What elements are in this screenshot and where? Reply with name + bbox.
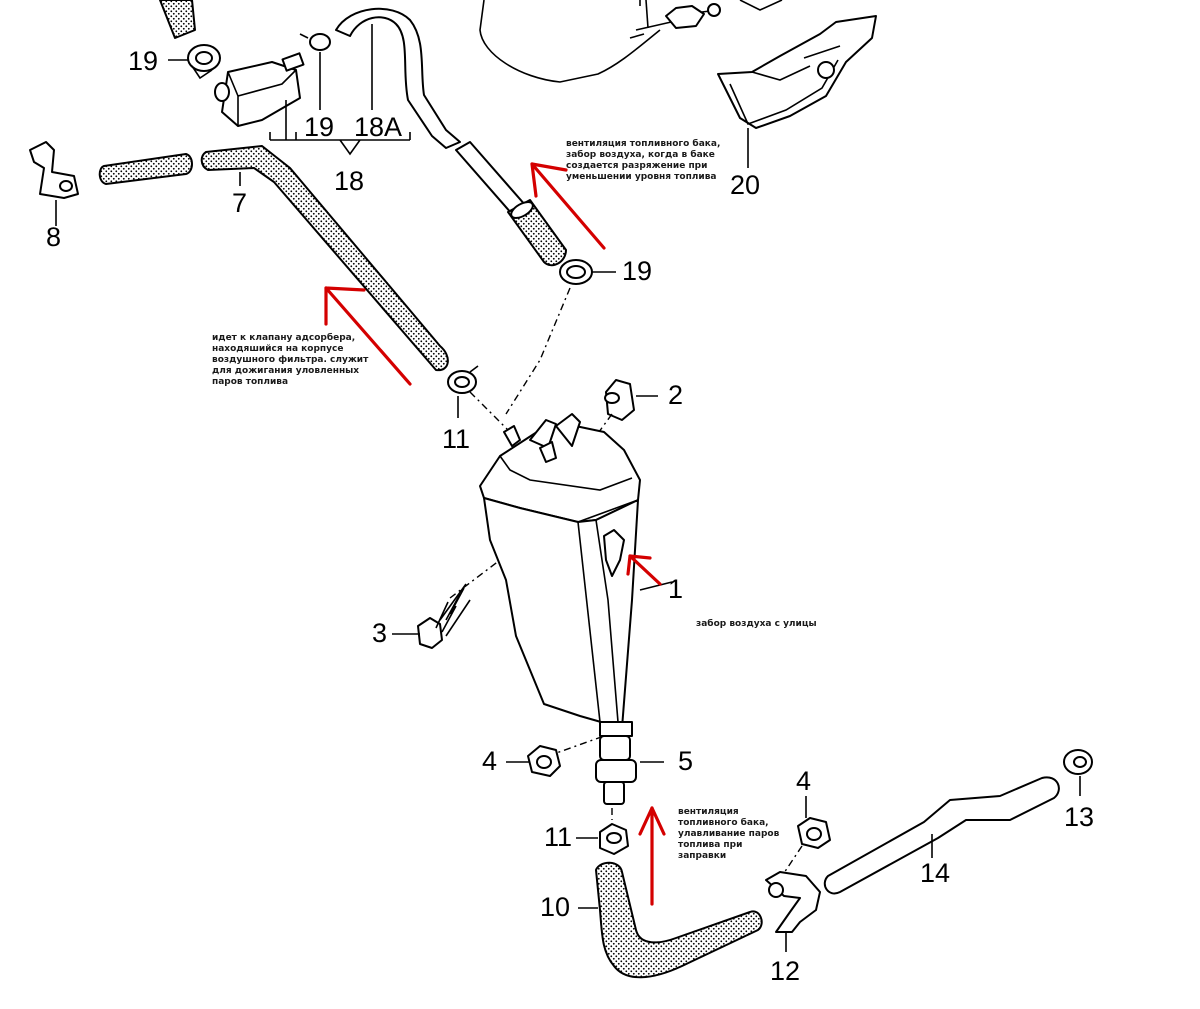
arrow-refuel	[638, 806, 666, 906]
svg-text:улавливание паров: улавливание паров	[678, 829, 780, 839]
filler-bracket-20	[717, 15, 877, 129]
callout-10: 10	[540, 892, 570, 922]
callout-11-upper: 11	[442, 424, 470, 454]
clamp-11-lower	[599, 823, 629, 855]
fuel-tank-outline	[479, 0, 783, 83]
hose-7	[200, 145, 449, 372]
svg-text:вентиляция: вентиляция	[678, 807, 739, 817]
callout-20: 20	[730, 170, 760, 200]
svg-text:топливного бака,: топливного бака,	[678, 817, 769, 828]
callout-19-right: 19	[622, 256, 652, 286]
hose-fragment-top-left	[159, 0, 196, 39]
callout-4-right: 4	[796, 766, 811, 796]
pipe-vent-right	[455, 141, 567, 267]
hose-10	[595, 861, 763, 979]
valve-5	[595, 735, 637, 805]
callout-2: 2	[668, 380, 683, 410]
svg-text:забор воздуха с улицы: забор воздуха с улицы	[696, 618, 817, 629]
cap-2	[604, 379, 635, 421]
callout-14: 14	[920, 858, 950, 888]
annotation-outside-air-intake: забор воздуха с улицы	[696, 618, 817, 629]
svg-text:уменьшении уровня топлива: уменьшении уровня топлива	[566, 172, 716, 182]
callout-8: 8	[46, 222, 61, 252]
svg-text:топлива при: топлива при	[678, 840, 742, 850]
arrow-adsorber	[324, 286, 412, 386]
svg-text:идет к клапану адсорбера,: идет к клапану адсорбера,	[212, 332, 355, 343]
callout-19-top: 19	[128, 46, 158, 76]
svg-text:воздушного фильтра. служит: воздушного фильтра. служит	[212, 355, 369, 365]
svg-text:создается разряжение при: создается разряжение при	[566, 161, 707, 171]
callout-13: 13	[1064, 802, 1094, 832]
callout-12: 12	[770, 956, 800, 986]
callouts: 19 19 18A 18 8 7 20 19 2 11 1 3 4 5 4 13…	[46, 46, 1094, 986]
hose-18a	[335, 7, 461, 149]
bracket-12	[765, 871, 821, 933]
valve-18	[214, 52, 305, 127]
svg-text:вентиляция топливного бака,: вентиляция топливного бака,	[566, 138, 720, 149]
bracket-8	[29, 141, 79, 199]
svg-text:паров топлива: паров топлива	[212, 377, 288, 387]
callout-5: 5	[678, 746, 693, 776]
nut-4-left	[527, 745, 561, 777]
clamp-19-top-left	[187, 44, 221, 80]
callout-4-left: 4	[482, 746, 497, 776]
arrow-tank-vent	[530, 162, 606, 250]
callout-1: 1	[668, 574, 683, 604]
callout-11-lower: 11	[544, 822, 572, 852]
clip-13	[1063, 749, 1093, 775]
svg-text:забор воздуха, когда в баке: забор воздуха, когда в баке	[566, 149, 715, 160]
callout-18: 18	[334, 166, 364, 196]
callout-19-valve: 19	[304, 112, 334, 142]
short-hose	[98, 153, 193, 185]
charcoal-canister	[479, 413, 641, 737]
leader-lines	[55, 0, 1081, 952]
svg-text:для дожигания уловленных: для дожигания уловленных	[212, 366, 359, 376]
callout-18a: 18A	[354, 112, 402, 142]
callout-7: 7	[232, 188, 247, 218]
arrow-outside-air	[626, 554, 662, 586]
clip-19-small	[299, 33, 331, 51]
annotation-to-adsorber-valve: идет к клапану адсорбера, находяшийся на…	[212, 332, 369, 387]
svg-text:находяшийся на корпусе: находяшийся на корпусе	[212, 344, 343, 354]
nut-4-right	[797, 817, 831, 849]
bolt-3	[417, 583, 471, 649]
hose-14	[823, 776, 1060, 895]
callout-3: 3	[372, 618, 387, 648]
flow-arrows	[324, 162, 666, 906]
svg-text:заправки: заправки	[678, 851, 726, 861]
annotation-refuel-vapor-capture: вентиляция топливного бака, улавливание …	[678, 807, 780, 861]
clamp-19-right	[559, 259, 593, 285]
clamp-11-upper	[447, 365, 479, 394]
annotation-tank-vent-intake: вентиляция топливного бака, забор воздух…	[566, 138, 720, 182]
